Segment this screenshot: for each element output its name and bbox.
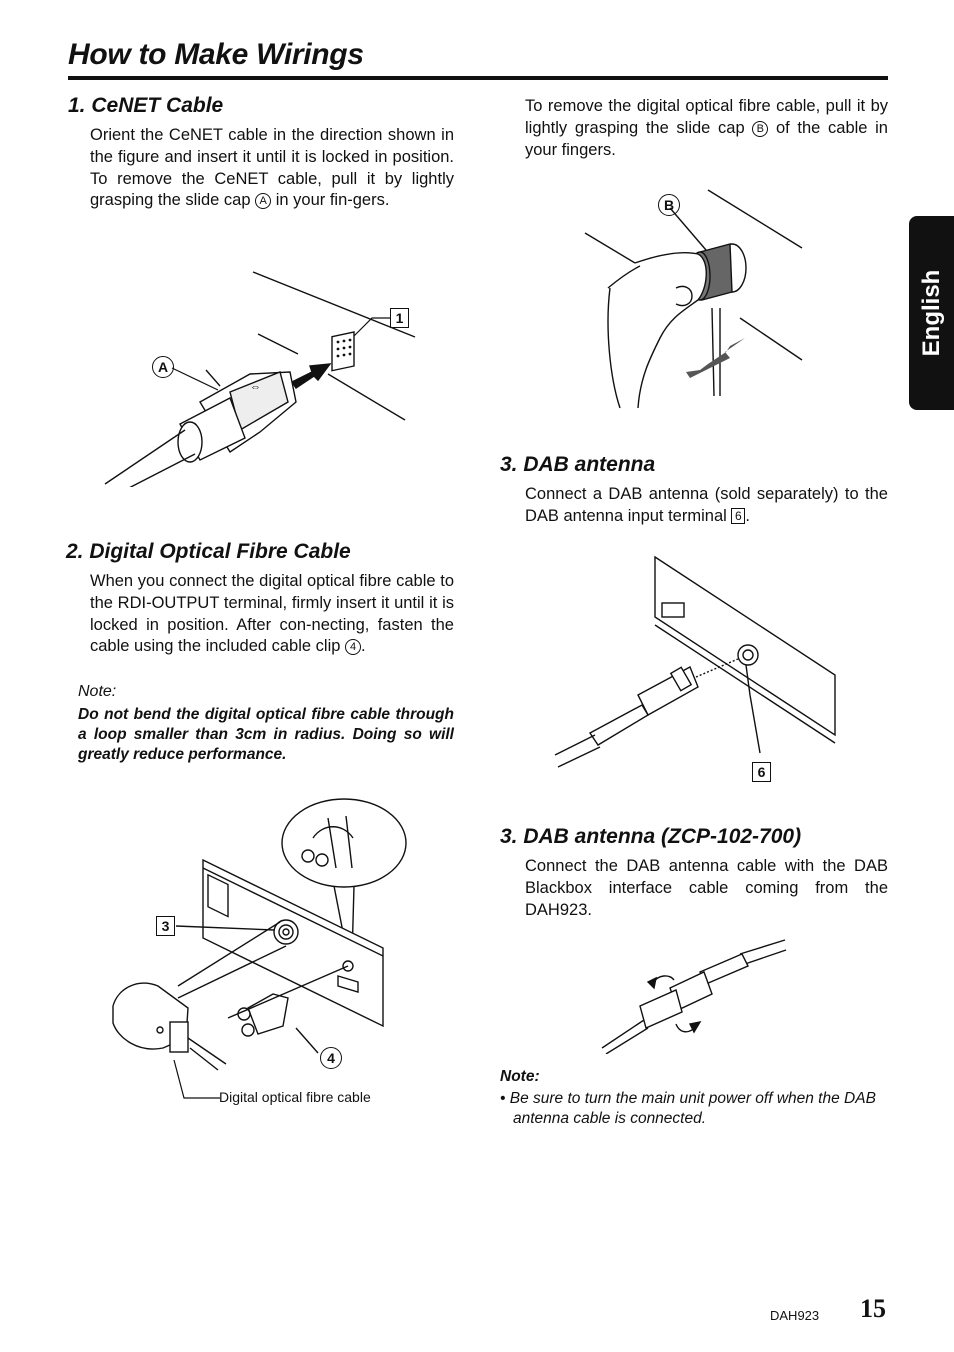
cenet-text-after: in your fin-gers. xyxy=(275,191,390,210)
label-box-1: 1 xyxy=(390,308,409,328)
dab-zcp-figure xyxy=(601,939,787,1054)
language-tab-label: English xyxy=(917,269,945,357)
title-rule xyxy=(68,76,888,80)
optical-remove-text: To remove the digital optical fibre cabl… xyxy=(525,96,888,161)
cenet-text: Orient the CeNET cable in the direction … xyxy=(90,125,454,212)
optical-text-before: When you connect the digital optical fib… xyxy=(90,572,454,656)
marker-4: 4 xyxy=(345,639,362,656)
label-box-3: 3 xyxy=(156,916,175,936)
label-box-1-leader xyxy=(353,317,390,337)
cenet-heading: 1. CeNET Cable xyxy=(68,94,224,117)
dab-text-before: Connect a DAB antenna (sold separately) … xyxy=(525,485,888,525)
dab-zcp-heading: 3. DAB antenna (ZCP-102-700) xyxy=(500,825,802,848)
cenet-text-before: Orient the CeNET cable in the direction … xyxy=(90,126,454,210)
label-box-6: 6 xyxy=(752,762,771,782)
dab-antenna-figure xyxy=(554,555,836,768)
optical-remove-text-before: To remove the digital optical fibre cabl… xyxy=(525,97,888,137)
language-tab: English xyxy=(909,216,954,410)
dab-zcp-text: Connect the DAB antenna cable with the D… xyxy=(525,857,888,919)
marker-b: B xyxy=(752,120,769,137)
callout-a-leader xyxy=(171,367,219,391)
optical-heading: 2. Digital Optical Fibre Cable xyxy=(66,540,351,563)
optical-note-text: Do not bend the digital optical fibre ca… xyxy=(78,706,454,763)
optical-text: When you connect the digital optical fib… xyxy=(90,571,454,658)
callout-4: 4 xyxy=(320,1047,342,1069)
optical-figure-caption: Digital optical fibre cable xyxy=(219,1089,371,1105)
cenet-cable-figure: ⇔ xyxy=(104,271,416,487)
marker-6: 6 xyxy=(731,507,746,524)
page-number: 15 xyxy=(860,1294,886,1323)
dab-text-after: . xyxy=(745,506,750,525)
dab-text: Connect a DAB antenna (sold separately) … xyxy=(525,484,888,528)
dab-zcp-note-label: Note: xyxy=(500,1068,540,1085)
optical-note-label: Note: xyxy=(78,683,117,700)
svg-text:⇔: ⇔ xyxy=(250,381,261,393)
optical-remove-text-after: of the cable in your fingers. xyxy=(525,118,888,159)
marker-a: A xyxy=(255,193,272,210)
caption-leader xyxy=(173,1059,220,1099)
dab-heading: 3. DAB antenna xyxy=(500,453,656,476)
page-title: How to Make Wirings xyxy=(68,38,364,71)
optical-cable-figure xyxy=(112,798,407,1071)
footer-model: DAH923 xyxy=(770,1308,820,1323)
callout-b: B xyxy=(658,194,680,216)
dab-zcp-note-text: • Be sure to turn the main unit power of… xyxy=(500,1090,876,1127)
optical-removal-figure xyxy=(584,189,803,409)
callout-a: A xyxy=(152,356,174,378)
optical-text-after: . xyxy=(361,637,366,656)
